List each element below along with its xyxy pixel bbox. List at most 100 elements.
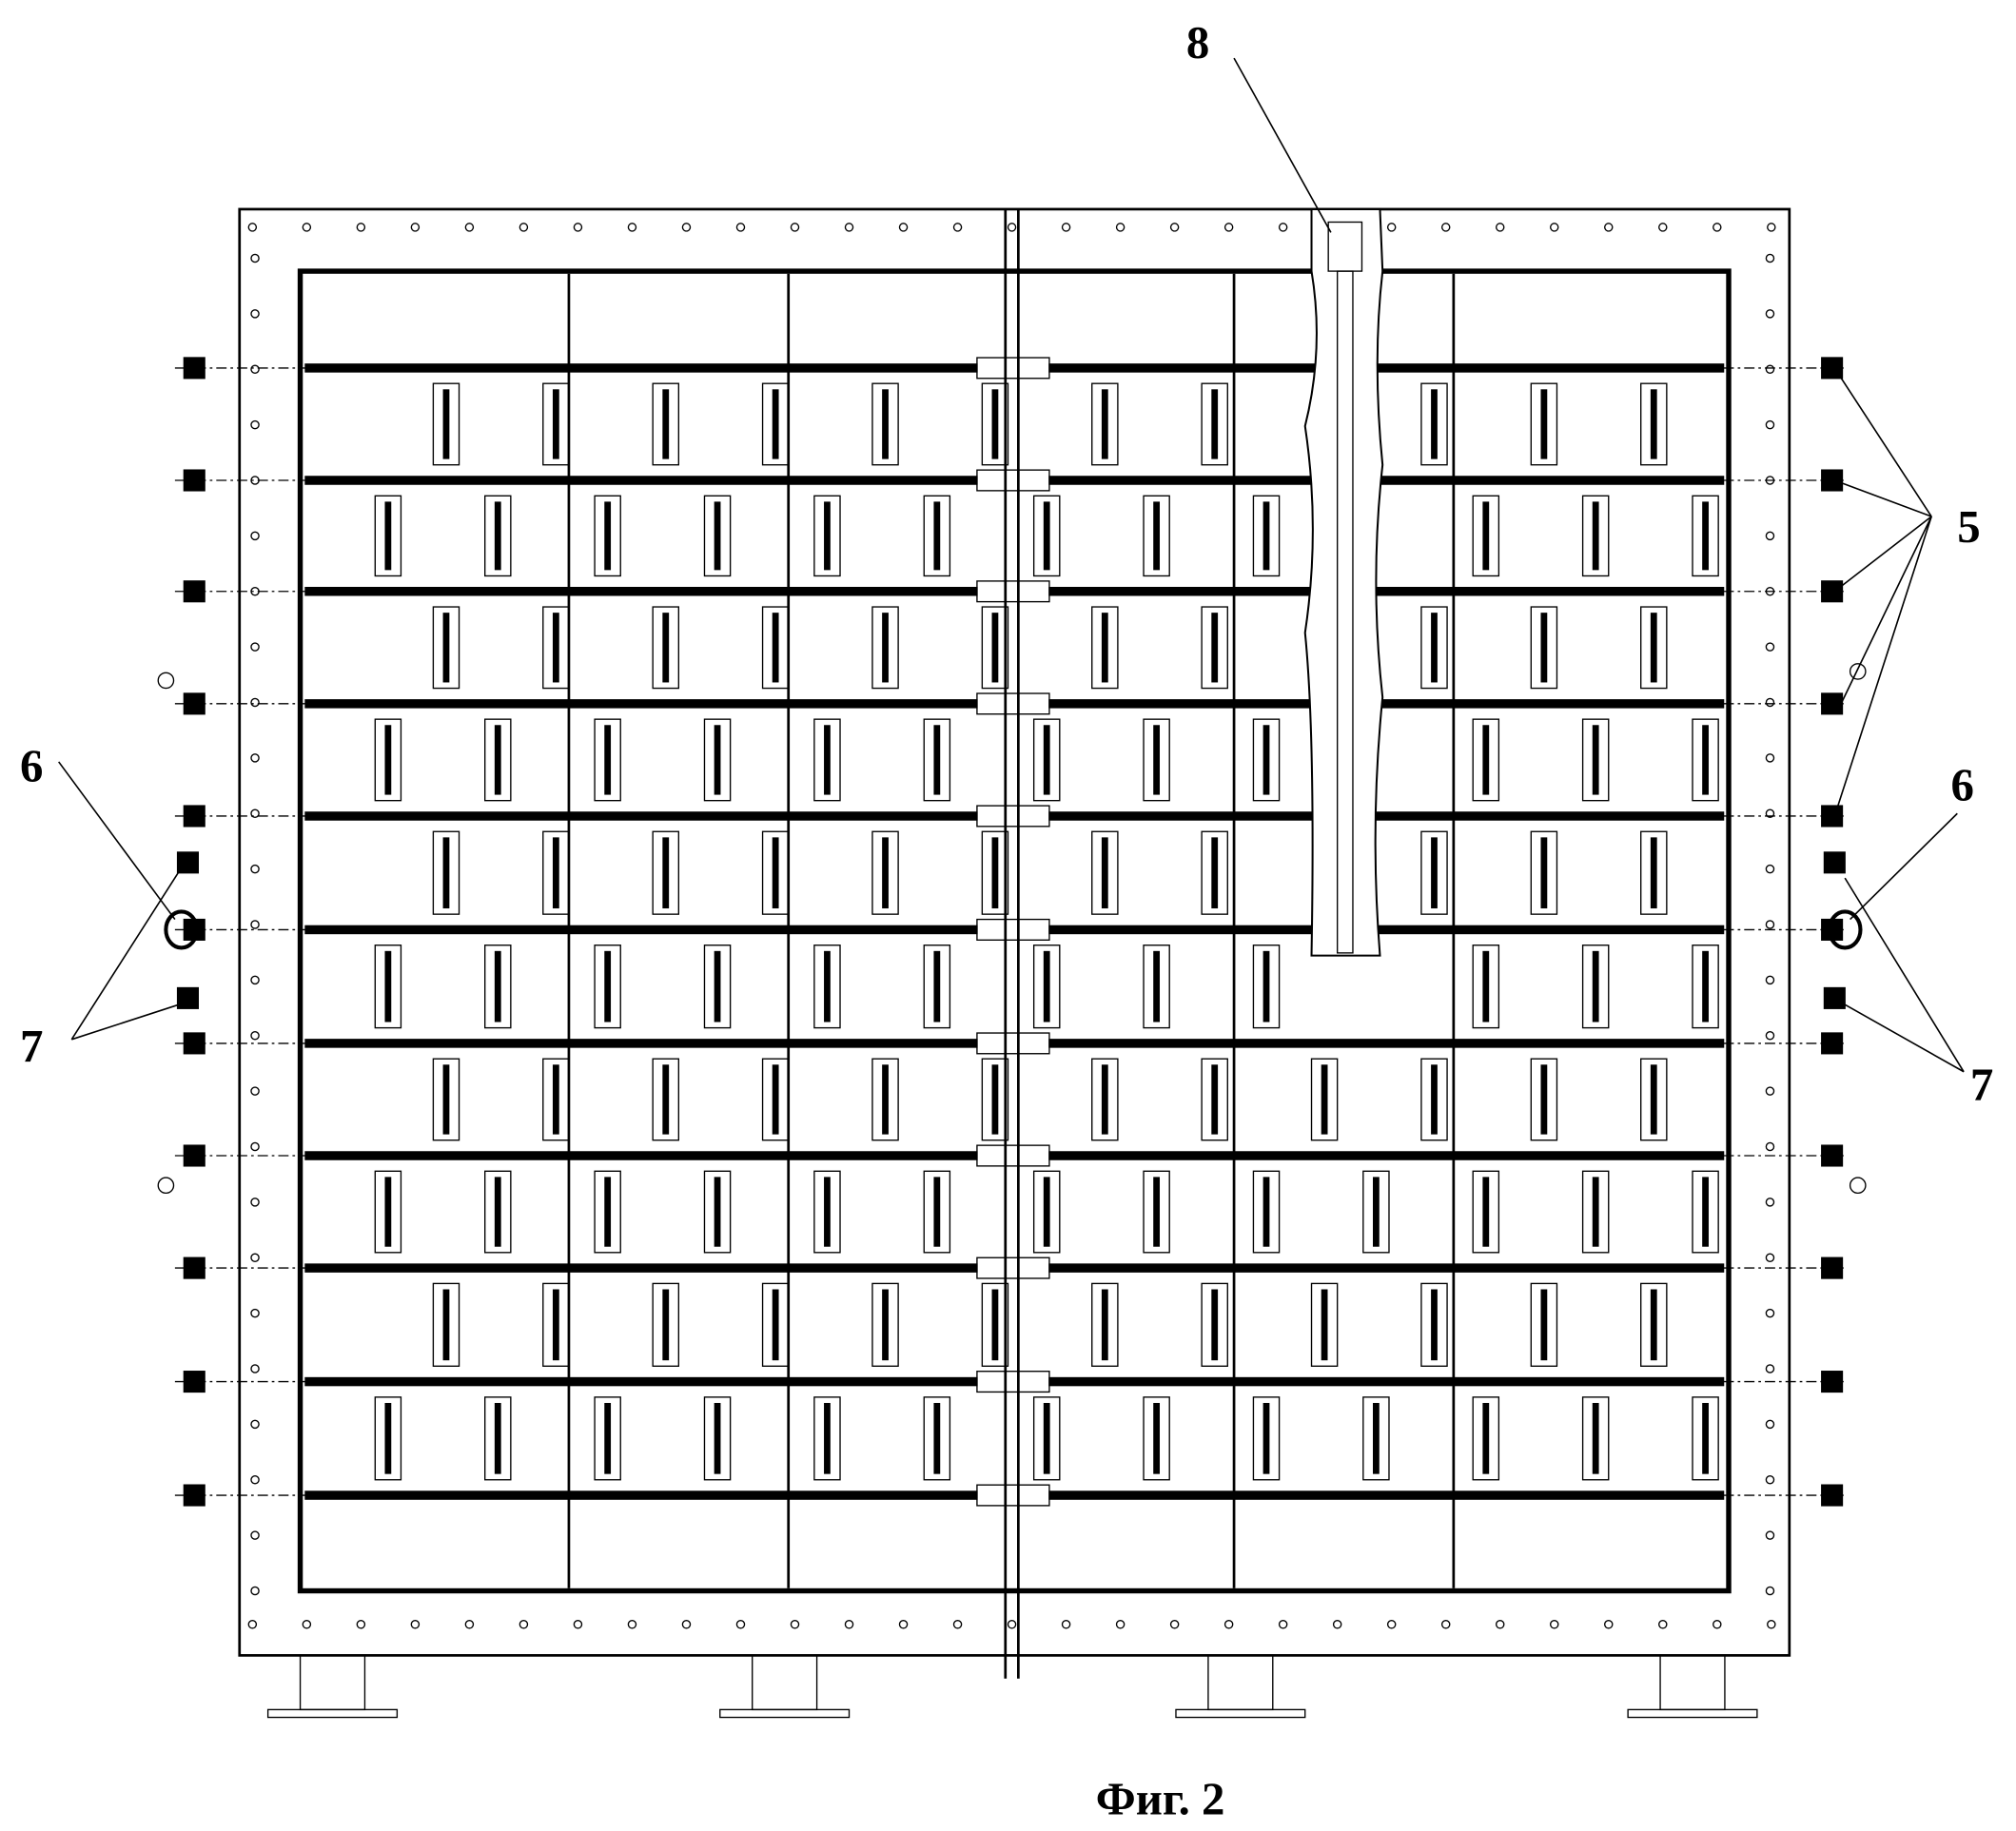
frame-bolt: [250, 920, 260, 929]
bracket-rod: [384, 950, 392, 1023]
frame-bolt: [1223, 223, 1234, 232]
center-clamp: [976, 1484, 1050, 1507]
bracket-rod: [1153, 1177, 1161, 1247]
bracket: [1032, 718, 1061, 802]
fastener-right: [1821, 1484, 1844, 1507]
bracket: [1201, 1058, 1228, 1141]
bracket: [1091, 1282, 1119, 1367]
center-clamp: [976, 1144, 1050, 1167]
bracket-rod: [1153, 950, 1161, 1023]
support-leg: [752, 1654, 818, 1711]
frame-bolt: [1767, 1620, 1776, 1629]
bracket-rod: [1211, 837, 1219, 909]
bracket: [1581, 1396, 1610, 1481]
bracket: [1362, 1170, 1390, 1254]
fastener-right: [1821, 580, 1844, 603]
bracket: [1640, 382, 1668, 466]
bracket-rod: [1702, 950, 1709, 1023]
frame-bolt: [1007, 1620, 1017, 1629]
bracket: [1252, 495, 1281, 577]
bracket-rod: [991, 837, 999, 909]
fitting-6-right: [1827, 909, 1863, 950]
frame-bolt: [250, 1308, 260, 1318]
bracket-rod: [882, 837, 889, 909]
bracket-rod: [552, 613, 559, 683]
bracket-rod: [1540, 1064, 1548, 1135]
horizontal-bar: [1048, 699, 1725, 709]
bracket: [871, 1282, 899, 1367]
center-clamp: [976, 1256, 1050, 1279]
bracket: [1640, 1058, 1668, 1141]
frame-bolt: [1386, 1620, 1397, 1629]
bracket-rod: [604, 1177, 612, 1247]
inner-panel: [297, 268, 1732, 1594]
bracket: [1143, 945, 1170, 1029]
bracket: [1143, 1396, 1170, 1481]
outer-frame: [238, 207, 1791, 1657]
leader-line: [1833, 516, 1932, 817]
bracket: [1420, 382, 1448, 466]
bracket: [1530, 382, 1558, 466]
bracket: [703, 945, 732, 1029]
horizontal-bar: [1048, 811, 1725, 821]
label-7-left: 7: [20, 1020, 43, 1072]
figure-caption: Фиг. 2: [1096, 1772, 1225, 1824]
frame-bolt: [1765, 1419, 1775, 1430]
bracket: [374, 1170, 402, 1254]
frame-bolt: [464, 1620, 475, 1629]
bracket-rod: [1101, 1289, 1108, 1361]
bracket-rod: [991, 1289, 999, 1361]
frame-bolt: [250, 808, 260, 819]
bracket: [374, 495, 402, 577]
bracket-rod: [494, 501, 501, 571]
bracket-rod: [604, 1402, 612, 1474]
fastener-left: [183, 1484, 206, 1507]
frame-bolt: [1332, 1620, 1342, 1629]
bracket: [652, 1058, 680, 1141]
bracket-rod: [824, 1177, 831, 1247]
frame-bolt: [250, 1530, 260, 1540]
frame-bolt: [1440, 223, 1451, 232]
horizontal-bar: [304, 587, 978, 596]
bracket-rod: [604, 501, 612, 571]
frame-bolt: [250, 1141, 260, 1152]
frame-bolt: [1765, 864, 1775, 874]
frame-bolt: [735, 223, 746, 232]
leg-base-plate: [1627, 1708, 1758, 1719]
frame-bolt: [790, 1620, 800, 1629]
bracket-rod: [1043, 501, 1050, 571]
frame-bolt: [250, 253, 260, 263]
center-clamp: [976, 918, 1050, 941]
bracket: [1420, 1282, 1448, 1367]
bracket: [1581, 1170, 1610, 1254]
frame-bolt: [1765, 1308, 1775, 1318]
frame-bolt: [1765, 642, 1775, 652]
frame-bolt: [1549, 1620, 1559, 1629]
bracket-rod: [604, 950, 612, 1023]
bracket-rod: [1592, 501, 1599, 571]
frame-bolt: [952, 1620, 963, 1629]
cutaway-section: [1303, 207, 1384, 957]
leader-line: [1850, 812, 1958, 921]
horizontal-bar: [304, 1263, 978, 1273]
leg-base-plate: [719, 1708, 851, 1719]
frame-bolt: [410, 223, 421, 232]
bracket: [1581, 718, 1610, 802]
horizontal-bar: [304, 925, 978, 935]
bracket-rod: [1262, 950, 1270, 1023]
fitting-7: [176, 851, 199, 874]
fitting-6-left: [164, 909, 199, 950]
bracket-rod: [1431, 613, 1438, 683]
bracket: [1091, 382, 1119, 466]
bracket-rod: [714, 1177, 721, 1247]
bracket: [374, 945, 402, 1029]
frame-bolt: [1765, 975, 1775, 985]
frame-bolt: [1765, 1031, 1775, 1041]
frame-bolt: [1549, 223, 1559, 232]
fastener-left: [183, 1256, 206, 1279]
leg-base-plate: [1175, 1708, 1306, 1719]
fitting-7: [1823, 851, 1846, 874]
bracket: [594, 495, 621, 577]
fastener-left: [183, 580, 206, 603]
horizontal-bar: [304, 1490, 978, 1500]
